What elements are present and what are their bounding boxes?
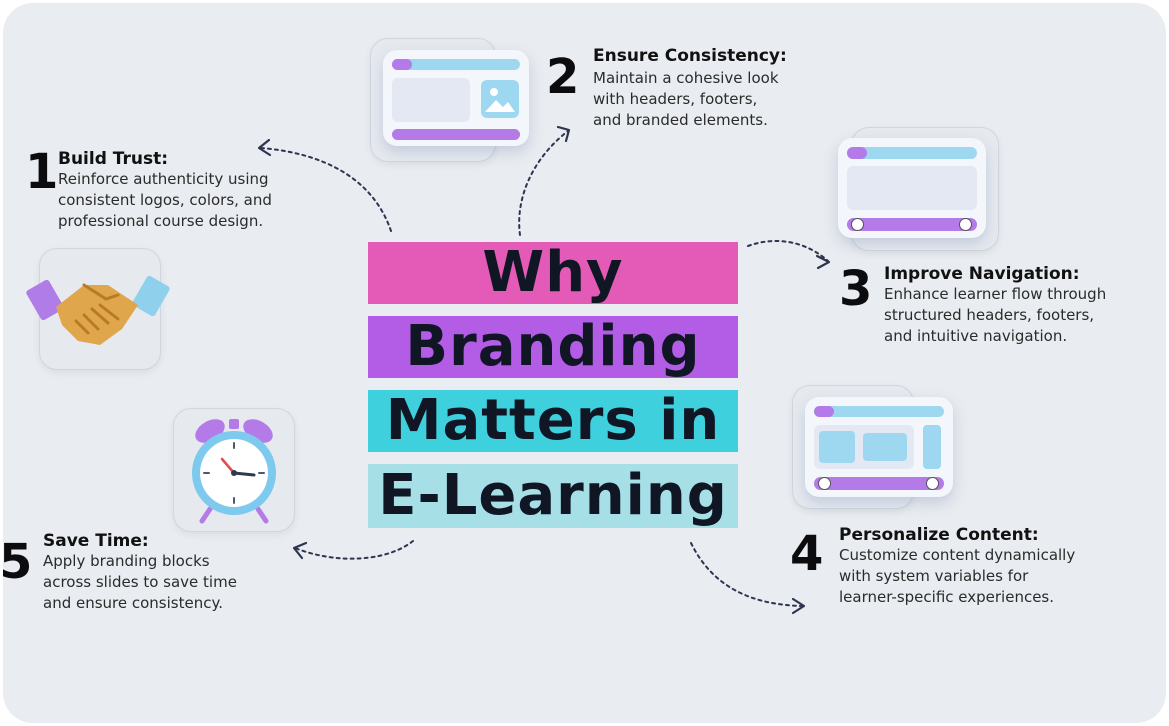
step-number-5: 5 — [3, 534, 32, 590]
arrow-to-build-trust — [260, 147, 392, 232]
title-line-matters-in: Matters in — [385, 388, 721, 453]
step-desc-personalize-content: Customize content dynamically with syste… — [839, 546, 1076, 606]
title-band-1: Why — [368, 242, 738, 304]
arrow-to-save-time — [294, 540, 414, 560]
alarm-clock-icon — [192, 419, 276, 524]
nav-prev-icon — [851, 218, 864, 231]
infographic-card: Why Branding Matters in E-Learning 1 Bui… — [3, 3, 1166, 723]
slide-template-icon — [383, 50, 529, 146]
title-line-why: Why — [482, 240, 624, 305]
step-number-2: 2 — [546, 49, 579, 105]
step-title-ensure-consistency: Ensure Consistency: — [593, 46, 787, 66]
step-number-1: 1 — [25, 144, 58, 200]
personalized-slide-icon — [805, 397, 953, 497]
handshake-icon — [26, 275, 170, 345]
title-line-e-learning: E-Learning — [378, 463, 728, 528]
title-line-branding: Branding — [405, 314, 701, 379]
title-band-4: E-Learning — [368, 464, 738, 528]
step-title-improve-navigation: Improve Navigation: — [884, 264, 1080, 284]
nav-next-icon — [959, 218, 972, 231]
title-band-3: Matters in — [368, 390, 738, 452]
step-title-personalize-content: Personalize Content: — [839, 525, 1039, 545]
navigation-slide-icon — [838, 138, 986, 238]
step-title-save-time: Save Time: — [43, 531, 149, 551]
step-desc-ensure-consistency: Maintain a cohesive look with headers, f… — [593, 69, 779, 129]
arrow-to-personalize-content — [690, 542, 804, 607]
icon-card-save-time — [173, 408, 295, 532]
connector-arrows — [257, 125, 831, 615]
image-placeholder-icon — [485, 88, 515, 112]
step-desc-save-time: Apply branding blocks across slides to s… — [43, 552, 237, 612]
arrow-to-ensure-consistency — [518, 130, 569, 236]
step-title-build-trust: Build Trust: — [58, 149, 169, 169]
title-band-2: Branding — [368, 316, 738, 378]
step-desc-improve-navigation: Enhance learner flow through structured … — [884, 285, 1107, 345]
step-desc-build-trust: Reinforce authenticity using consistent … — [58, 170, 272, 230]
step-number-4: 4 — [790, 526, 823, 582]
icon-card-build-trust — [26, 248, 170, 370]
arrow-to-improve-navigation — [747, 239, 829, 262]
step-number-3: 3 — [839, 261, 872, 317]
